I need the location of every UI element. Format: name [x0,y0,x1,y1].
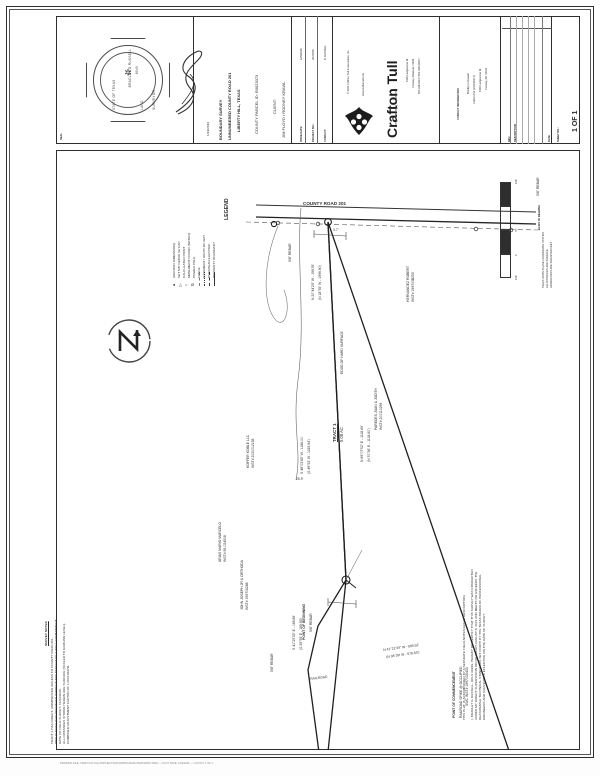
revision-table: REV. DESCRIPTION DATE [502,16,552,144]
firm-phone: 501.328.3314 f 501.328.3233 f [418,58,421,94]
issue-date-value: 1/29/2026 [300,48,303,60]
client-label: CLIENT: [272,99,277,114]
legend-set-rebar-icon: ● [173,282,176,287]
owner-se-line-1: PAREDES JUAN & JUDITH [374,388,378,430]
rebar-sw-label: 5/8" REBAR [270,653,274,672]
firm-address-2: Conway, Arkansas 72034 [412,58,415,88]
contact-value: B. RUSSELL [324,45,327,60]
seal-label: SEAL [60,133,63,140]
client-name: JIM FLOYD / RODNEY KRAWL [281,81,286,138]
certification-line-5: ENGINEERS AND SURVEYORS EFFECTIVE ON THE… [482,613,486,720]
contact-line-2: Crafton Tull (#10019471) [473,75,476,104]
rebar-ne-label: 5/8" REBAR [536,177,540,196]
owner-east-line-1: HERNANDEZ ROBERT [406,265,410,302]
contact-label: CONTACT: [324,128,327,142]
firm-block: Crafton Tull engineering | surveying 190… [334,16,440,144]
project-title-line1: BOUNDARY SURVEY [218,99,223,140]
edge-of-hard-surface-label: EDGE OF HARD SURFACE [340,331,344,374]
bearing-north-measured: N 20°44'25" W - 199.76' [311,263,315,300]
bearing-east-measured: N 69°07'52" E - 1118.69' [360,425,364,462]
bearing-east-record: (N 70°56' E - 1118.60') [367,428,371,462]
contact-line-3: 1900 Ledgestone Dr. [479,67,482,92]
seal-star-icon: ✲ [124,67,132,78]
offset-25-9-label: 25.9' [296,477,304,481]
project-title-line2: UNNUMBERED COUNTY ROAD 201 [227,72,232,141]
sheet-no-label: SHEET NO.: [557,127,560,142]
surveyor-signature [168,42,208,118]
owner-se-line-2: INST# 200110299 [379,402,383,430]
seal-state-text: STATE OF TEXAS [112,79,116,110]
project-title-cell: BOUNDARY SURVEY UNNUMBERED COUNTY ROAD 2… [196,16,292,144]
point-of-beginning-label: POINT OF BEGINNING [302,603,306,640]
offset-3-7-label: 3.7' [333,228,339,232]
sheet-number-cell: SHEET NO.: 1 OF 1 [553,16,580,144]
tract-area-label: 5.08 AC [339,427,344,442]
tract-name-label: TRACT 1 [332,423,337,442]
parcel-id: COUNTY PARCEL ID: R0023073 [254,74,259,134]
seal-surveyor-name: BRADLEY G RUSSELL [128,48,132,88]
project-info-cell: ISSUE DATE: 1/29/2026 PROJECT NO.: 26.00… [293,16,333,144]
point-of-beginning-monument: 5/8" REBAR [309,613,313,632]
project-no-label: PROJECT NO.: [312,123,315,142]
owner-east-line-2: INST# 199703B255 [411,272,415,302]
owner-sw-line-1: ARIAS MARIO MARCELO [218,522,222,562]
drawing-frame [56,150,580,750]
scale-bar: 140' 70' 0 140' [500,179,534,280]
firm-address-1: 1900 Ledgestone Dr [406,58,409,82]
legend-calculated-point-icon: △ [179,282,183,287]
legend-power-pole-icon: Ø [191,282,195,287]
contact-line-1: Bradley G Russell [467,73,470,94]
certification-block: THIS PLAT IS ACCOMPANIED BY A SEPARATE F… [462,486,486,722]
rebar-nw-label: 5/8" REBAR [288,243,292,262]
issue-date-label: ISSUE DATE: [300,125,303,142]
bearing-west-measured: S 48°03'43" W - 1186.01' [300,436,304,474]
legend-block: LEGEND PROPERTY BOUNDARY OVERHEAD ELECTR… [168,170,230,287]
survey-note-5: COMBINED ADJUSTMENT FACTOR OF 1.00013297… [66,664,70,744]
description-col-header: DESCRIPTION [514,124,517,142]
rev-col-header: REV. [508,136,511,142]
owner-south-line-2: INST# 199706288 [245,582,249,610]
point-of-commencement-label: POINT OF COMMENCEMENT [452,671,456,718]
bearing-west-record: (S 49°52' W - 1185.94') [307,439,311,474]
contact-heading: CONTACT INFORMATION: [457,87,460,120]
bearing-south-measured: S 41°25'33" E - 189.85' [292,615,296,650]
bearing-north-record: (N 18°55' W - 1999.90') [318,264,322,300]
seal-bottom-text: LAND [140,100,144,110]
seal-license-number: 6949 [135,65,139,75]
survey-notes-block: SURVEY NOTES TRACT 1 HAS DIRECT, UNIMPRO… [44,596,70,746]
surveyor-seal: ✲ STATE OF TEXAS LAND BRADLEY G RUSSELL … [86,38,170,122]
contact-info-block: CONTACT INFORMATION: Bradley G Russell C… [441,16,501,144]
sheet-number: 1 OF 1 [572,110,579,132]
owner-south-line-1: JOHN JOSEPH JR & ORTHODA [240,560,244,610]
contact-line-4: Conway, AR 72034 [485,67,488,90]
firm-website: www.craftontull.com [362,72,365,96]
certification-line-1: THIS PLAT IS ACCOMPANIED BY A SEPARATE F… [462,594,466,720]
crafton-tull-logo-icon [344,106,374,136]
surveyor-seal-cell: ✲ STATE OF TEXAS LAND BRADLEY G RUSSELL … [56,16,210,144]
project-title-line3: LIBERTY HILL, TEXAS [236,89,241,132]
legend-monument-icon: ○ [185,282,188,287]
plot-stamp: DRAWING FILE: CRAFTON-TULL/PROJECTS/26.0… [60,762,213,765]
survey-notes-heading: SURVEY NOTES [44,621,48,646]
road-name-label: COUNTY ROAD 201 [303,201,347,206]
firm-copyright: © 2021 Crafton, Tull & Associates, Inc. [347,49,350,94]
owner-sw-line-2: INST# 95-024508 [223,535,227,562]
date-col-header: DATE [548,135,551,142]
owner-west-line-2: INST# 2020012158 [251,438,255,468]
owner-west-line-1: KOFFER KOBLE LLC [246,434,250,468]
project-no-value: 26.00005 [312,49,315,60]
north-arrow [106,318,152,364]
seal-surveyor-title: SURVEYOR [152,89,156,110]
plat-geometry [245,204,539,750]
firm-tagline: engineering | surveying [394,88,398,126]
